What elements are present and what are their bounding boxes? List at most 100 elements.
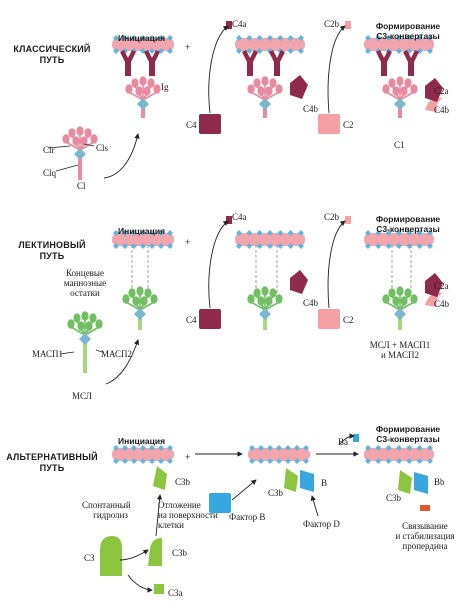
membrane-dot <box>131 35 137 41</box>
head <box>404 78 412 88</box>
c2a-bound <box>425 97 443 112</box>
arm <box>70 326 86 336</box>
arm <box>84 326 100 336</box>
c1-complex-bound <box>125 76 161 118</box>
membrane-dot <box>294 445 300 451</box>
membrane-dot <box>385 230 392 236</box>
membrane-dot <box>427 48 433 54</box>
bb-label: Bb <box>434 477 445 487</box>
membrane-dot <box>375 35 382 41</box>
c2-label: C2 <box>343 315 354 325</box>
c1-binding-arrow <box>103 133 140 179</box>
membrane-dot <box>294 458 300 464</box>
head <box>257 86 265 96</box>
membrane-dot <box>385 35 392 41</box>
deposit-line1: Отложение <box>158 500 201 510</box>
masp2-label: МАСП2 <box>101 349 133 359</box>
c2-cleavage-arrow <box>327 220 346 309</box>
membrane-dot <box>149 243 155 249</box>
head <box>139 76 147 86</box>
c1-complex-mid <box>247 76 283 118</box>
c4b-label: C4b <box>303 104 319 114</box>
c2a-final-label: C2a <box>434 86 449 96</box>
core <box>394 98 406 110</box>
head <box>81 311 89 321</box>
core <box>259 308 271 320</box>
masp1-label: МАСП1 <box>32 349 64 359</box>
initiation-header-classical: Инициация <box>118 33 166 43</box>
membrane-dot <box>298 243 304 249</box>
head <box>275 294 283 304</box>
membrane-dot <box>406 230 413 236</box>
plus-sign: + <box>185 237 190 247</box>
head <box>410 294 418 304</box>
membrane-dot <box>246 48 253 54</box>
formation-line1: Формирование <box>375 214 441 224</box>
properdin-line1: Связывание <box>402 521 448 531</box>
head <box>122 294 130 304</box>
membrane-dot <box>249 458 255 464</box>
surface-deposition-label: Отложение на поверхности клетки <box>158 500 218 530</box>
membrane-dot <box>406 458 413 464</box>
arm <box>385 301 401 311</box>
membrane-dot <box>113 48 119 54</box>
membrane-dot <box>122 35 128 41</box>
membrane-dot <box>249 445 255 451</box>
head <box>62 134 70 144</box>
head <box>396 76 404 86</box>
pathway-classical-label: КЛАССИЧЕСКИЙ ПУТЬ <box>13 44 91 65</box>
head <box>392 296 400 306</box>
membrane-final-alt <box>364 445 434 464</box>
membrane-dot <box>277 35 284 41</box>
membrane-dot <box>122 458 128 464</box>
head <box>388 78 396 88</box>
membrane-dot <box>122 445 128 451</box>
membrane-dot <box>285 445 291 451</box>
membrane-band <box>112 38 174 51</box>
mbl-masp-complex-label: МСЛ + МАСП1 и МАСП2 <box>360 340 440 360</box>
antibody-icon <box>376 50 392 76</box>
factor-d-label: Фактор D <box>303 519 340 529</box>
membrane-dot <box>246 35 253 41</box>
head <box>153 84 161 94</box>
membrane-dot <box>113 35 119 41</box>
formation-line2: C3-конвертазы <box>376 224 440 234</box>
arm <box>250 301 266 311</box>
head <box>125 84 133 94</box>
head <box>89 313 97 323</box>
arm <box>264 91 280 101</box>
membrane-dot <box>427 458 433 464</box>
formation-line1: Формирование <box>375 424 441 434</box>
factor-b-arrow <box>231 479 257 501</box>
mbl-label: МСЛ <box>72 391 92 401</box>
c3b-deposit-label: C3b <box>175 477 191 487</box>
membrane-dot <box>113 445 119 451</box>
membrane-dot <box>287 230 294 236</box>
head <box>68 128 76 138</box>
membrane-dot <box>158 230 164 236</box>
arm <box>399 301 415 311</box>
membrane-dot <box>287 35 294 41</box>
ba-fragment <box>353 434 359 442</box>
ig-antibody-4 <box>376 50 392 76</box>
formation-line1: Формирование <box>375 21 441 31</box>
c4-cleavage-arrow <box>208 25 229 114</box>
membrane-dot <box>365 243 371 249</box>
properdin-line2: и стабилизация <box>395 531 455 541</box>
membrane-dot <box>285 458 291 464</box>
membrane-dot <box>246 243 253 249</box>
head <box>404 288 412 298</box>
membrane-dot <box>140 458 146 464</box>
core <box>74 148 86 160</box>
membrane-dot <box>287 243 294 249</box>
membrane-middle-0 <box>235 35 305 54</box>
membrane-band <box>112 448 174 461</box>
formation-header-alternative: Формирование C3-конвертазы <box>364 424 452 444</box>
core <box>137 98 149 110</box>
membrane-dot <box>427 35 433 41</box>
arm <box>399 91 415 101</box>
membrane-dot <box>167 458 173 464</box>
membrane-dot <box>149 48 155 54</box>
head <box>257 296 265 306</box>
membrane-dot <box>303 458 309 464</box>
